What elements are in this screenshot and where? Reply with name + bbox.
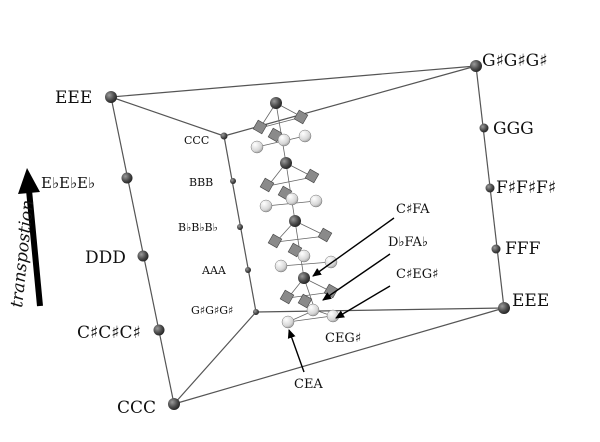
arrow-csfa bbox=[312, 217, 395, 277]
vertex-inner-gsharp bbox=[253, 309, 259, 315]
lattice-edges bbox=[256, 102, 333, 323]
vertex-ccc-bottom bbox=[168, 398, 180, 410]
callout-cea: CEA bbox=[294, 377, 323, 392]
label-ccc-bottom: CCC bbox=[117, 398, 156, 418]
vertex-gsharp bbox=[470, 60, 482, 72]
callout-csfa: C♯FA bbox=[396, 202, 430, 217]
vertex-cscscs bbox=[153, 324, 165, 336]
arrow-cseg bbox=[335, 285, 391, 319]
arrow-dbfab bbox=[322, 253, 391, 301]
vertex-inner-bbbb bbox=[237, 224, 243, 230]
label-fff: FFF bbox=[505, 239, 541, 259]
vertex-fff bbox=[491, 244, 501, 254]
label-inner-aaa: AAA bbox=[201, 264, 227, 277]
lattice-cubes bbox=[252, 109, 339, 309]
label-fsfsfs: F♯F♯F♯ bbox=[496, 178, 556, 198]
vertex-inner-aaa bbox=[245, 267, 251, 273]
label-cscscs: C♯C♯C♯ bbox=[77, 323, 141, 343]
frame-vertices bbox=[105, 60, 510, 410]
label-eee-right: EEE bbox=[512, 291, 549, 311]
label-ebebeb: E♭E♭E♭ bbox=[41, 174, 95, 192]
vertex-eee-right bbox=[498, 302, 510, 314]
label-ggg: GGG bbox=[493, 119, 534, 139]
lattice-dark-nodes bbox=[270, 97, 310, 284]
frame-lines bbox=[110, 65, 505, 405]
vertex-inner-ccc bbox=[220, 132, 228, 140]
vertex-inner-bbb bbox=[230, 178, 236, 184]
transposition-arrow bbox=[18, 168, 43, 307]
vertex-fsfsfs bbox=[485, 183, 495, 193]
label-gsharp-top: G♯G♯G♯ bbox=[482, 51, 547, 71]
arrow-cea bbox=[287, 329, 305, 373]
vertex-eee-top bbox=[105, 91, 117, 103]
chord-lattice bbox=[250, 97, 340, 329]
callout-cseg: C♯EG♯ bbox=[396, 267, 438, 282]
lattice-light-nodes bbox=[250, 129, 340, 329]
label-inner-ccc: CCC bbox=[184, 134, 209, 147]
vertex-ggg bbox=[479, 123, 489, 133]
vertex-ebebeb bbox=[121, 172, 133, 184]
label-inner-bbbb: B♭B♭B♭ bbox=[178, 221, 218, 234]
vertex-ddd bbox=[137, 250, 149, 262]
callout-ceg: CEG♯ bbox=[325, 331, 361, 346]
label-ddd: DDD bbox=[85, 248, 126, 268]
label-inner-bbb: BBB bbox=[189, 176, 213, 189]
label-eee-top: EEE bbox=[55, 88, 92, 108]
label-inner-gsharp: G♯G♯G♯ bbox=[191, 304, 233, 317]
callout-dbfab: D♭FA♭ bbox=[388, 235, 428, 250]
callout-arrows bbox=[287, 217, 395, 373]
